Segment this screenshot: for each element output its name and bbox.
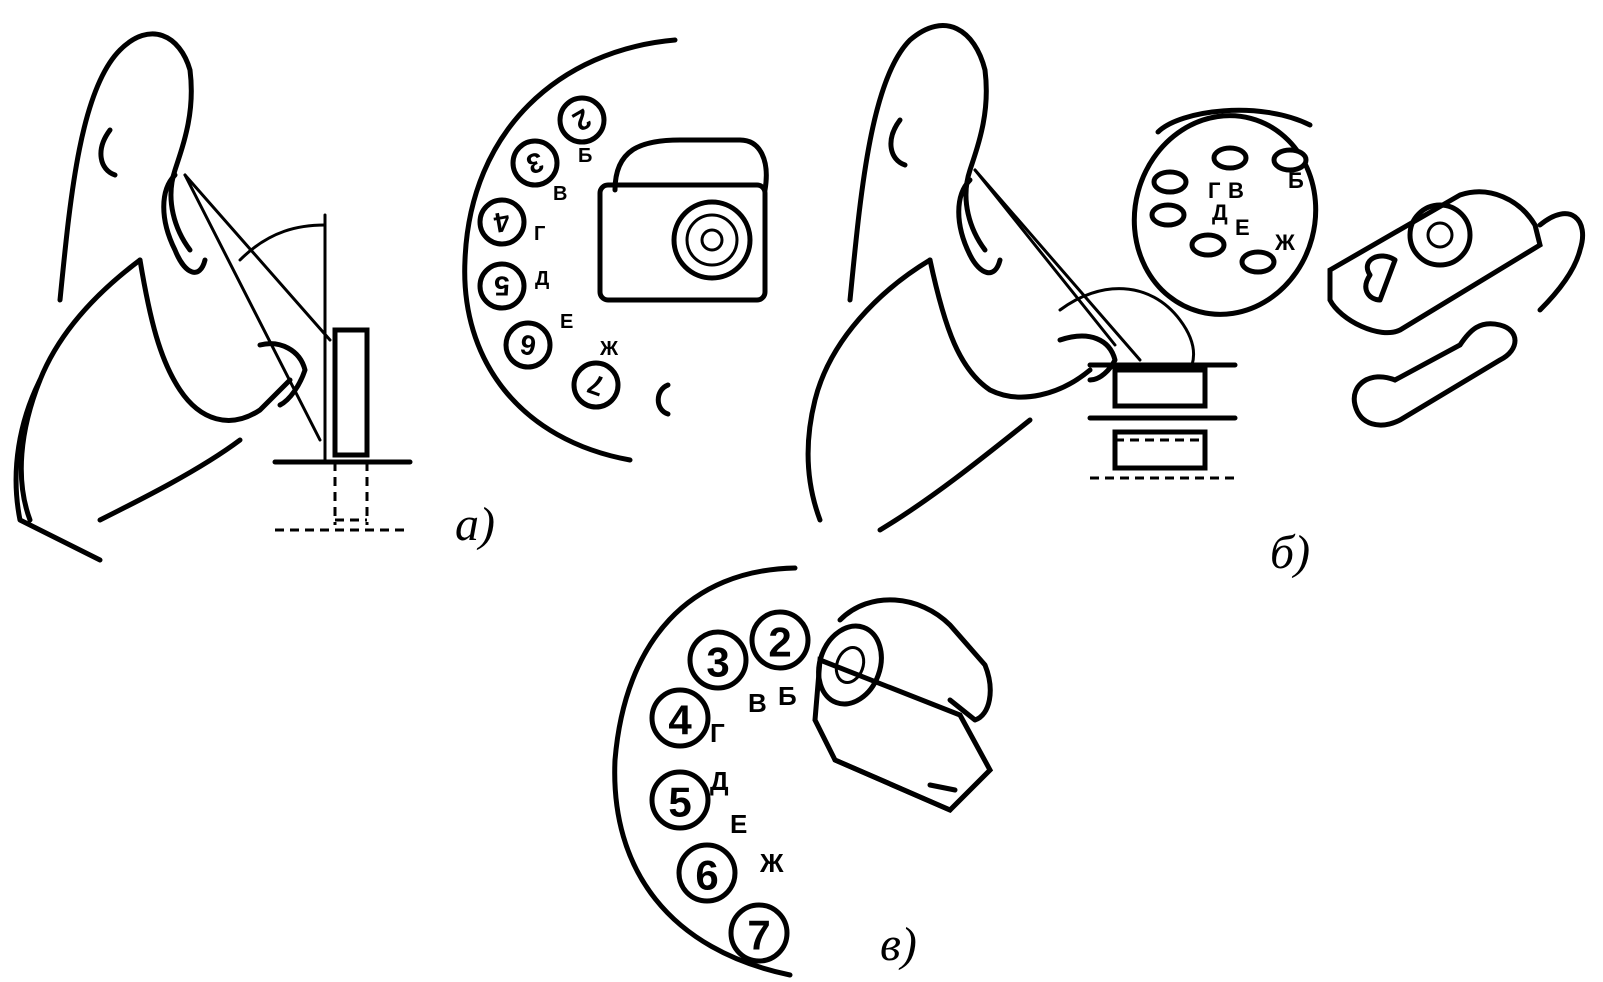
- dial-hole-oval: [1211, 145, 1249, 171]
- dial-b-hole: Е: [1189, 215, 1250, 258]
- dial-arc-c: [612, 565, 798, 978]
- dial-hole-ring: [728, 902, 790, 964]
- caption-c: в): [880, 918, 917, 971]
- dial-a-hole-6: 6Е: [503, 311, 573, 370]
- dial-b-hole: Б: [1271, 147, 1309, 193]
- dial-hole-oval: [1149, 202, 1187, 228]
- dial-letter: Г: [1208, 178, 1221, 203]
- dial-digit: 6: [695, 852, 718, 899]
- dial-c-hole-6: 6Е: [676, 809, 747, 904]
- dial-digit: 4: [491, 205, 512, 238]
- dial-digit: 5: [668, 779, 691, 826]
- caption-a: а): [455, 498, 495, 551]
- dial-letter: Ж: [1274, 230, 1295, 255]
- dial-hole-oval: [1271, 147, 1309, 173]
- dial-a-hole-3: 3В: [510, 138, 567, 205]
- dial-hole-ring: [557, 95, 607, 145]
- dial-hole-ring: [676, 842, 738, 904]
- dial-hole-ring: [687, 629, 749, 691]
- dial-hole-ring: [571, 360, 621, 410]
- dial-hole-oval: [1239, 249, 1277, 275]
- dial-digit: 3: [706, 639, 729, 686]
- dial-letter: В: [553, 183, 567, 205]
- dial-letter: Г: [534, 223, 545, 245]
- dial-digit: 6: [518, 328, 539, 361]
- dial-letter: Ж: [599, 338, 619, 360]
- dial-letter: Д: [710, 766, 729, 796]
- telephone-b: [1327, 189, 1586, 428]
- dial-letter: Б: [578, 145, 592, 167]
- dial-letter: Д: [1212, 200, 1228, 225]
- dial-a-hole-7: 7Ж: [571, 338, 621, 410]
- dial-b-hole: В: [1151, 169, 1244, 203]
- dial-hole-ring: [749, 609, 811, 671]
- dial-letter: Б: [778, 681, 797, 711]
- dial-b-hole: Ж: [1239, 230, 1295, 275]
- dial-c-hole-3: 3В: [687, 629, 767, 718]
- dial-hole-ring: [649, 769, 711, 831]
- dial-letter: Г: [710, 718, 725, 748]
- dial-hole-ring: [510, 138, 560, 188]
- dial-letter: В: [1228, 178, 1244, 203]
- device-a: [272, 327, 413, 532]
- dial-hole-oval: [1151, 169, 1189, 195]
- dial-letter: Е: [730, 809, 747, 839]
- telephone-a: [597, 137, 769, 303]
- man-figure-b: [805, 23, 1118, 533]
- sight-lines-b: [973, 168, 1195, 367]
- telephone-c: [812, 597, 994, 813]
- dial-digit: 5: [494, 271, 510, 302]
- dial-letter: Б: [1288, 168, 1304, 193]
- device-b: [1087, 362, 1238, 480]
- sight-lines-a: [183, 173, 332, 462]
- dial-hole-ring: [649, 687, 711, 749]
- dial-finger-stop: [655, 382, 671, 417]
- dial-hole-ring: [477, 261, 527, 311]
- dial-digit: 4: [668, 697, 692, 744]
- dial-hole-oval: [1189, 232, 1227, 258]
- dial-b-hole: Д: [1149, 200, 1228, 228]
- dial-letter: Д: [535, 268, 549, 290]
- caption-b: б): [1270, 526, 1310, 579]
- dial-letter: В: [748, 688, 767, 718]
- dial-hole-ring: [503, 320, 553, 370]
- dial-hole-ring: [477, 197, 527, 247]
- dial-letter: Е: [1235, 215, 1250, 240]
- dial-a-hole-2: 2Б: [557, 95, 607, 167]
- dial-b-hole: Г: [1208, 145, 1249, 203]
- dial-arc-a: [462, 37, 678, 463]
- man-figure-a: [13, 31, 308, 563]
- dial-letter: Е: [560, 311, 573, 333]
- dial-digit: 7: [747, 912, 770, 959]
- dial-c-hole-7: 7Ж: [728, 848, 790, 964]
- dial-letter: Ж: [759, 848, 784, 878]
- dial-c-hole-2: 2Б: [749, 609, 811, 711]
- dial-digit: 2: [768, 619, 791, 666]
